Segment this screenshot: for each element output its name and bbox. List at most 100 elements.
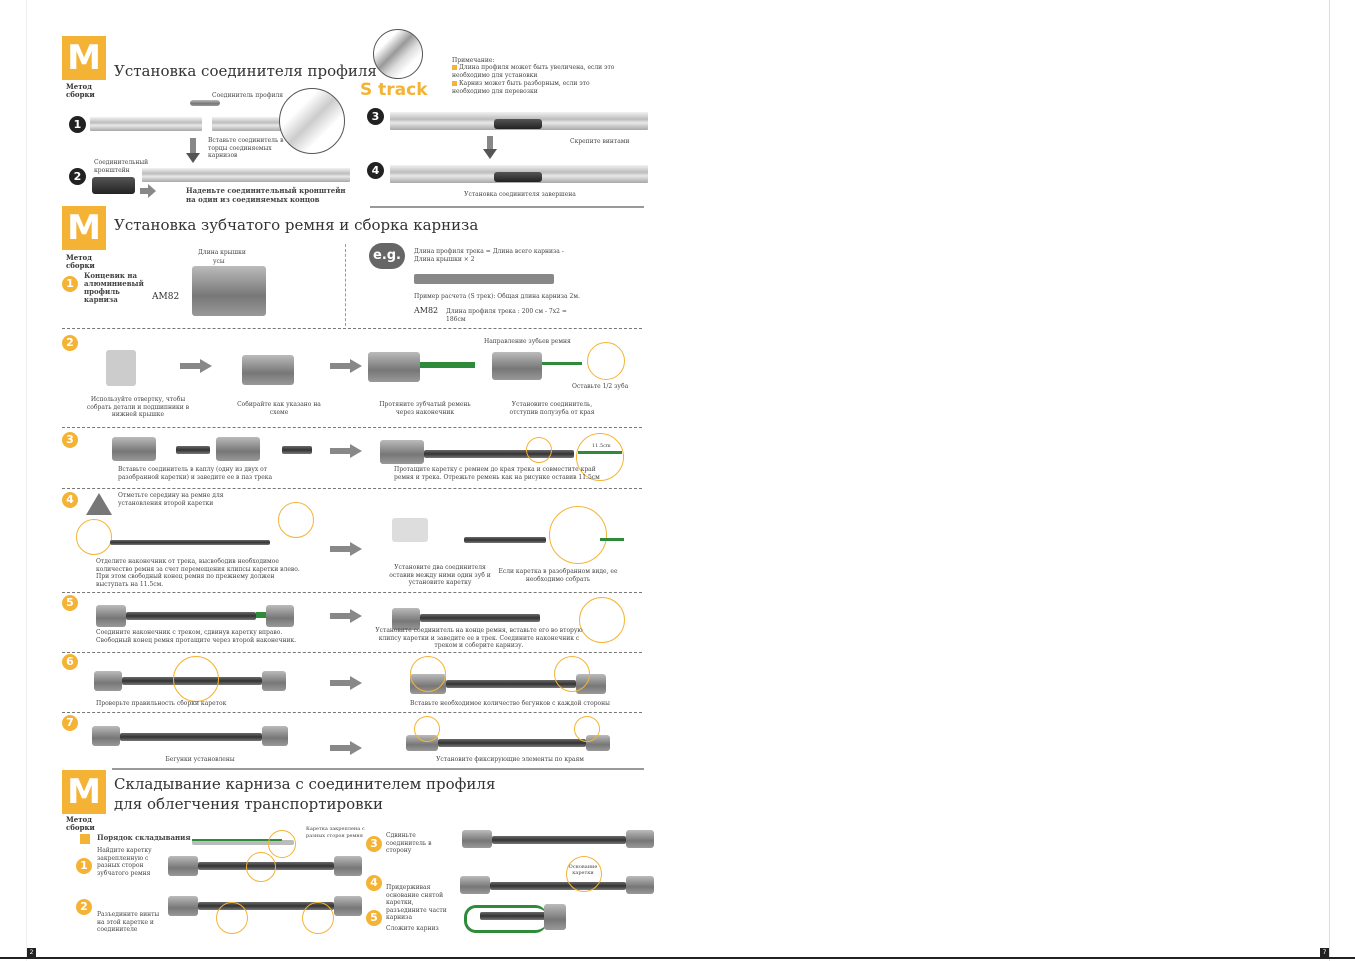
endcap-with-belt [368, 352, 420, 382]
track-5b [420, 614, 540, 622]
track-3c [424, 450, 574, 458]
bracket-arrow-shaft [140, 188, 148, 194]
folded-loop [464, 905, 547, 933]
zoom-6c [554, 656, 590, 692]
page-number-left: 2 [27, 948, 36, 957]
step-3-number: 3 [367, 108, 384, 125]
profile-rail-left [90, 117, 202, 131]
step-1-circle: 1 [62, 276, 78, 292]
arrow-6-shaft [330, 680, 352, 686]
bracket-part [92, 177, 135, 194]
fold-step-3-text: Сдвиньте соединитель в сторону [386, 832, 432, 854]
arrow-2a [200, 359, 212, 373]
step2-caption-a: Используйте отвертку, чтобы собрать дета… [86, 396, 190, 418]
arrow-4 [350, 542, 362, 556]
track-3a [176, 446, 210, 454]
example-text: Пример расчета (S трек): Общая длина кар… [414, 293, 580, 300]
step2-caption-b: Собирайте как указано на схеме [237, 401, 321, 416]
endcap-assembled [242, 355, 294, 385]
zoom-5 [579, 597, 625, 643]
step3-caption-a: Вставьте соединитель в каплу (одну из дв… [118, 466, 273, 481]
endcap-5a [96, 605, 126, 627]
belt-2b [542, 362, 582, 365]
vertical-divider [345, 244, 346, 326]
endcap-7b [262, 726, 288, 746]
fold-step-5-text: Сложите карниз [386, 925, 439, 932]
fold-endcap-1a [168, 856, 198, 876]
step7-caption-a: Бегунки установлены [165, 756, 235, 763]
profile-rail-step2 [142, 168, 350, 182]
section-title-3a: Складывание карниза с соединителем профи… [114, 775, 496, 793]
base-label: Основание каретки [568, 864, 598, 876]
track-4 [110, 540, 270, 545]
zoom-fold-0 [268, 830, 296, 858]
bottom-edge [0, 957, 1355, 959]
eg-badge: e.g. [369, 243, 405, 269]
zoom-fold-2b [302, 902, 334, 934]
fold-track-4 [490, 882, 626, 890]
belt-5a [256, 612, 266, 618]
fold-step-3-circle: 3 [366, 836, 382, 852]
zoom-6b [410, 656, 446, 692]
step-3-circle: 3 [62, 432, 78, 448]
step4-caption-a: Отделите наконечник от трека, высвободив… [96, 558, 306, 588]
step2-caption-c: Протяните зубчатый ремень через наконечн… [379, 401, 471, 416]
fold-step-1-circle: 1 [76, 858, 92, 874]
track-3b [282, 446, 312, 454]
left-page-edge [26, 0, 27, 961]
fold-endcap-3b [626, 830, 654, 848]
zoom-6 [173, 656, 219, 702]
divider-2d [62, 592, 642, 593]
arrow-7-shaft [330, 745, 352, 751]
zoom-fold-4 [566, 856, 602, 892]
method-badge-2: M [62, 206, 106, 250]
fold-track-0 [192, 840, 294, 845]
arrow-7 [350, 741, 362, 755]
track-7a [120, 733, 262, 741]
model-label: AM82 [152, 292, 180, 302]
zoom-3a [526, 437, 552, 463]
screw-text: Скрепите винтами [570, 138, 630, 145]
divider-2b [62, 427, 642, 428]
example-calc: Длина профиля трека : 200 см - 7x2 = 186… [446, 308, 567, 323]
divider-2f [62, 712, 642, 713]
fold-endcap-5 [544, 904, 566, 930]
arrow-2b-shaft [330, 363, 352, 369]
bracket-installed-3 [494, 119, 542, 129]
track-5a [126, 612, 256, 620]
belt-2 [420, 362, 475, 368]
bracket-installed-4 [494, 172, 542, 182]
step-5-circle: 5 [62, 595, 78, 611]
arrow-6 [350, 676, 362, 690]
section-title-1: Установка соединителя профиля [114, 62, 377, 80]
step-6-circle: 6 [62, 654, 78, 670]
down-arrow-shaft [190, 138, 196, 154]
belt-direction-label: Направление зубьев ремня [484, 338, 571, 345]
fold-endcap-2a [168, 896, 198, 916]
bracket-arrow-head [148, 184, 156, 198]
zoom-7b [574, 716, 600, 742]
arrow-3 [350, 444, 362, 458]
zoom-3b [576, 433, 624, 481]
endcap-7a [92, 726, 120, 746]
zoom-fold-2a [216, 902, 248, 934]
section-title-3b: для облегчения транспортировки [114, 795, 383, 813]
method-badge-1: M [62, 36, 106, 80]
step5-caption-b: Установите соединитель на конце ремня, в… [375, 627, 583, 649]
fold-track-3 [492, 836, 626, 844]
fold-step-2-circle: 2 [76, 899, 92, 915]
fold-endcap-3a [462, 830, 492, 848]
step-7-circle: 7 [62, 715, 78, 731]
endcap-5c [392, 608, 420, 630]
fold-step-2-text: Разъедините винты на этой каретке и соед… [97, 911, 160, 933]
zoom-4b [278, 502, 314, 538]
step-4-circle: 4 [62, 492, 78, 508]
fold-endcap-1b [334, 856, 362, 876]
method-label-1: Метод сборки [66, 82, 95, 99]
note-2: Карниз может быть разборным, если это не… [452, 80, 616, 95]
dim-11-5: 11.5cm [592, 443, 611, 449]
right-page-edge [1329, 0, 1330, 961]
connector-label: Соединитель профиля [212, 92, 284, 99]
step5-caption-a: Соедините наконечник с треком, сдвинув к… [96, 629, 297, 644]
step6-caption-b: Вставьте необходимое количество бегунков… [410, 700, 610, 707]
